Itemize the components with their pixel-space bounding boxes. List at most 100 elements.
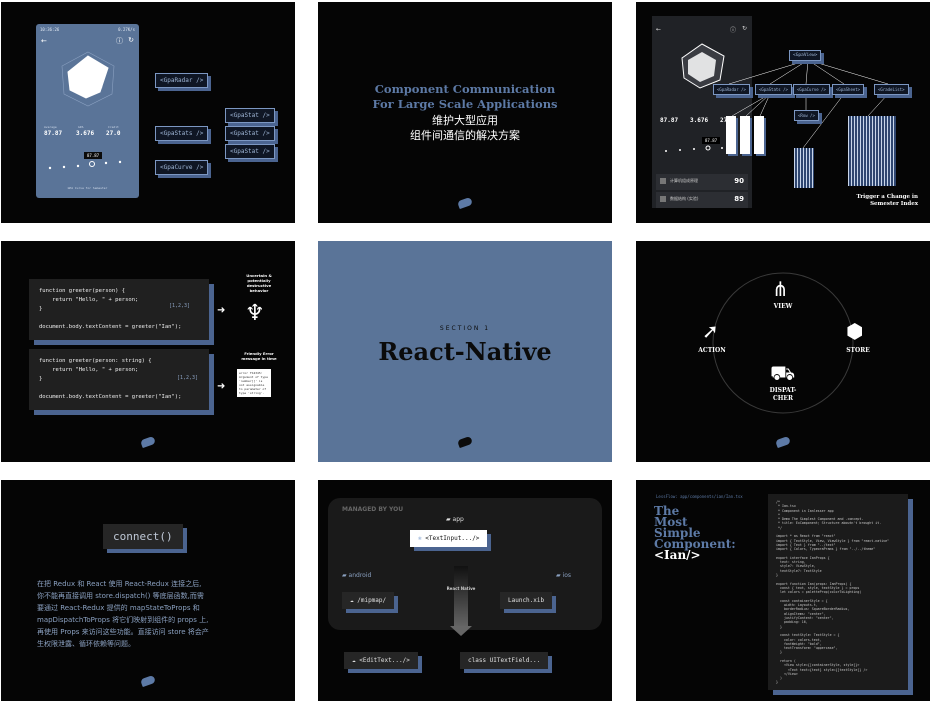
folder-icon: ▰ <box>446 516 453 523</box>
stat-average: 87.87 <box>660 117 679 124</box>
node-gpa-curve: <GpaCurve /> <box>793 84 830 95</box>
curve-bubble: 87.87 <box>84 152 103 159</box>
error-message: error TS2345: Argument of type 'number[]… <box>237 369 271 397</box>
astronaut-icon: ♆ <box>245 301 265 326</box>
code-line: * title: ExComponent; Structure aboutn't… <box>776 521 882 526</box>
curve-footer: GPA Curve for Semester <box>67 186 108 190</box>
folder-ios: ▰ ios <box>556 572 571 579</box>
react-atom-icon: ⚛ <box>418 535 426 542</box>
stat-block <box>754 116 764 154</box>
code-line: } <box>39 306 43 312</box>
stat-credit: 27.0 <box>106 130 121 137</box>
gpa-radar-chart <box>61 51 115 107</box>
code-line: */ <box>776 525 782 530</box>
code-line: color: colors.text, <box>776 637 822 642</box>
slide-flux-cycle[interactable]: ⋔ VIEW ⬢ STORE ⛟ DISPAT- CHER ➚ ACTION <box>636 241 930 462</box>
slide-typescript[interactable]: function greeter(person) { return "Hello… <box>1 241 295 462</box>
code-line: * Ian.tsx <box>776 504 796 509</box>
code-line: textStyle?: TextStyle <box>776 568 822 573</box>
code-block-js: function greeter(person) { return "Hello… <box>29 279 209 340</box>
code-line: function greeter(person: string) { <box>39 358 152 364</box>
caption-line-2: Semester Index <box>870 201 918 207</box>
node-gpa-sheet: <GpaSheet> <box>832 84 865 95</box>
title-line: Simple <box>654 526 701 540</box>
stat-gpa: 3.676 <box>76 130 95 137</box>
code-line: } <box>39 376 43 382</box>
back-arrow-icon[interactable]: ← <box>656 26 662 33</box>
tag-gpa-radar: <GpaRadar /> <box>155 73 209 88</box>
refresh-icon[interactable]: ↻ <box>741 25 747 32</box>
grade-list-stripes <box>848 116 896 186</box>
folder-android: ▰ android <box>342 572 371 579</box>
description-line: 要通过 React-Redux 提供的 mapStateToProps 和 <box>37 604 200 612</box>
refresh-icon[interactable]: ↻ <box>128 36 134 44</box>
slide-gpa-components[interactable]: 10:36:26 0.27K/s ← ⓘ ↻ 87.87 3.676 27.0 … <box>1 2 295 223</box>
chip-xib-label: Launch.xib <box>508 597 545 604</box>
dispatcher-truck-icon: ⛟ <box>770 361 796 385</box>
android-icon: ☁ <box>350 597 358 604</box>
connect-chip: connect() <box>103 524 183 549</box>
note-friendly: Friendly Error message in time <box>241 351 277 361</box>
info-icon[interactable]: ⓘ <box>116 37 123 45</box>
code-line: </View> <box>776 671 798 676</box>
label-dispatcher-1: DISPAT- <box>769 387 797 394</box>
chip-launch-xib: Launch.xib <box>500 592 553 609</box>
grade-row[interactable]: 数据结构 (实验) 89 <box>656 192 748 208</box>
code-line: fontWeight: "bold", <box>776 641 822 646</box>
section-label: SECTION 1 <box>439 325 491 332</box>
folder-app-label: app <box>452 516 464 523</box>
code-line: text: string, <box>776 560 806 565</box>
code-line: import { Text } from "../text" <box>776 542 836 547</box>
code-line: ) <box>776 676 782 681</box>
title-line: Component: <box>654 537 736 551</box>
title-line-2: For Large Scale Applications <box>372 97 558 111</box>
title-line: Most <box>654 515 688 529</box>
info-icon[interactable]: ⓘ <box>729 27 736 34</box>
code-line: <Text text={text} style={[textStyle]} /> <box>776 667 868 672</box>
node-gpa-radar: <GpaRadar /> <box>713 84 750 95</box>
gpa-curve-dots <box>48 160 122 170</box>
folder-android-label: android <box>348 572 372 579</box>
slide-component-tree[interactable]: ← ⓘ ↻ 87.87 3.676 27.0 87.87 计算机组成原理 90 … <box>636 2 930 223</box>
title-line-1: Component Communication <box>374 82 556 96</box>
label-view: VIEW <box>773 303 793 310</box>
subtitle-line-1: 维护大型应用 <box>432 114 498 127</box>
view-tree-icon: ⋔ <box>772 277 789 301</box>
code-line: alignItems: "center", <box>776 611 826 616</box>
brand-logo-icon <box>140 674 156 688</box>
arrow-down-icon <box>450 626 472 636</box>
slide-managed-by-you[interactable]: MANAGED BY YOU ▰ app ⚛ <TextInput.../> ▰… <box>318 480 612 701</box>
phone-mockup: 10:36:26 0.27K/s ← ⓘ ↻ 87.87 3.676 27.0 … <box>36 24 139 198</box>
caption-line-1: Trigger a Change in <box>856 194 918 200</box>
phone-status: 0.27K/s <box>118 27 135 32</box>
code-line: } <box>776 680 778 685</box>
connect-description: 在把 Redux 和 React 使用 React-Redux 连接之后, 你不… <box>37 578 267 650</box>
tag-gpa-stats: <GpaStats /> <box>155 126 209 141</box>
back-arrow-icon[interactable]: ← <box>41 37 47 45</box>
array-annotation: [1,2,3] <box>177 375 199 381</box>
gpa-curve-dots <box>665 145 737 152</box>
tag-gpa-stat-2: <GpaStat /> <box>225 126 275 141</box>
section-title: React-Native <box>378 337 552 366</box>
slide-connect[interactable]: connect() 在把 Redux 和 React 使用 React-Redu… <box>1 480 295 701</box>
label-action: ACTION <box>698 347 726 354</box>
code-line: document.body.textContent = greeter("Ian… <box>39 394 182 400</box>
code-line: borderRadius: SquareBorderRadius, <box>776 607 850 612</box>
chip-mipmap: ☁ /mipmap/ <box>342 592 395 609</box>
description-line: mapDispatchToProps 将它们映射到组件的 props 上, <box>37 616 209 624</box>
code-line: const textStyle: TextStyle = { <box>776 633 840 638</box>
node-gpa-stats: <GpaStats /> <box>755 84 792 95</box>
code-line: } <box>776 573 778 578</box>
code-line: <View style={[containerStyle, style]}> <box>776 663 860 668</box>
phone-time: 10:36:26 <box>40 27 60 32</box>
label-dispatcher-2: CHER <box>772 395 793 402</box>
code-line: * Component in Ianlesser app <box>776 508 834 513</box>
brand-logo-icon <box>457 435 473 449</box>
slide-simplest-component[interactable]: LessFlow: app/components/ian/Ian.tsx The… <box>636 480 930 701</box>
flux-cycle-ring <box>712 272 854 414</box>
slide-title[interactable]: Component Communication For Large Scale … <box>318 2 612 223</box>
code-lines: /* * Ian.tsx * Component in Ianlesser ap… <box>776 500 889 685</box>
grade-row[interactable]: 计算机组成原理 90 <box>656 174 748 190</box>
slide-section-react-native[interactable]: SECTION 1 React-Native <box>318 241 612 462</box>
chip-uitextfield: class UITextField... <box>460 652 549 669</box>
